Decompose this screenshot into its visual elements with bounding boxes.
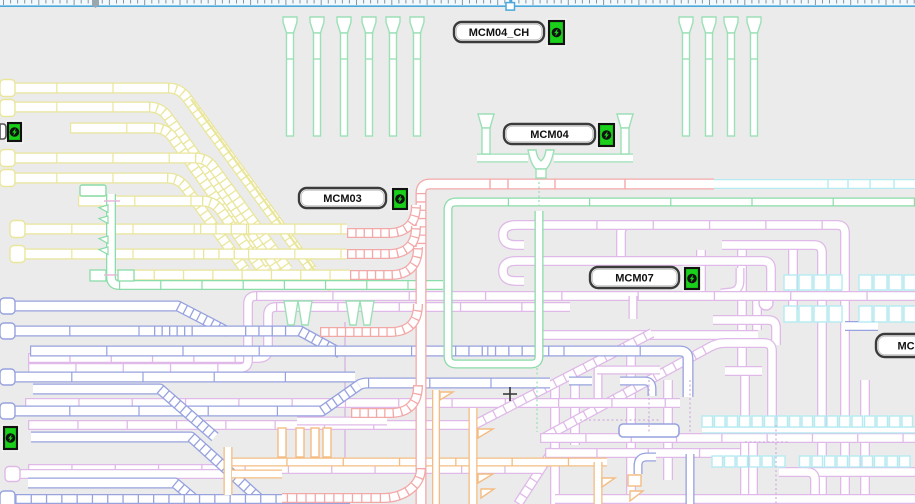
svg-text:MC: MC — [897, 340, 914, 352]
svg-text:MCM07: MCM07 — [615, 272, 654, 284]
svg-text:MCM04: MCM04 — [530, 129, 569, 141]
svg-text:MCM04_CH: MCM04_CH — [469, 27, 530, 39]
svg-text:MCM03: MCM03 — [323, 193, 362, 205]
